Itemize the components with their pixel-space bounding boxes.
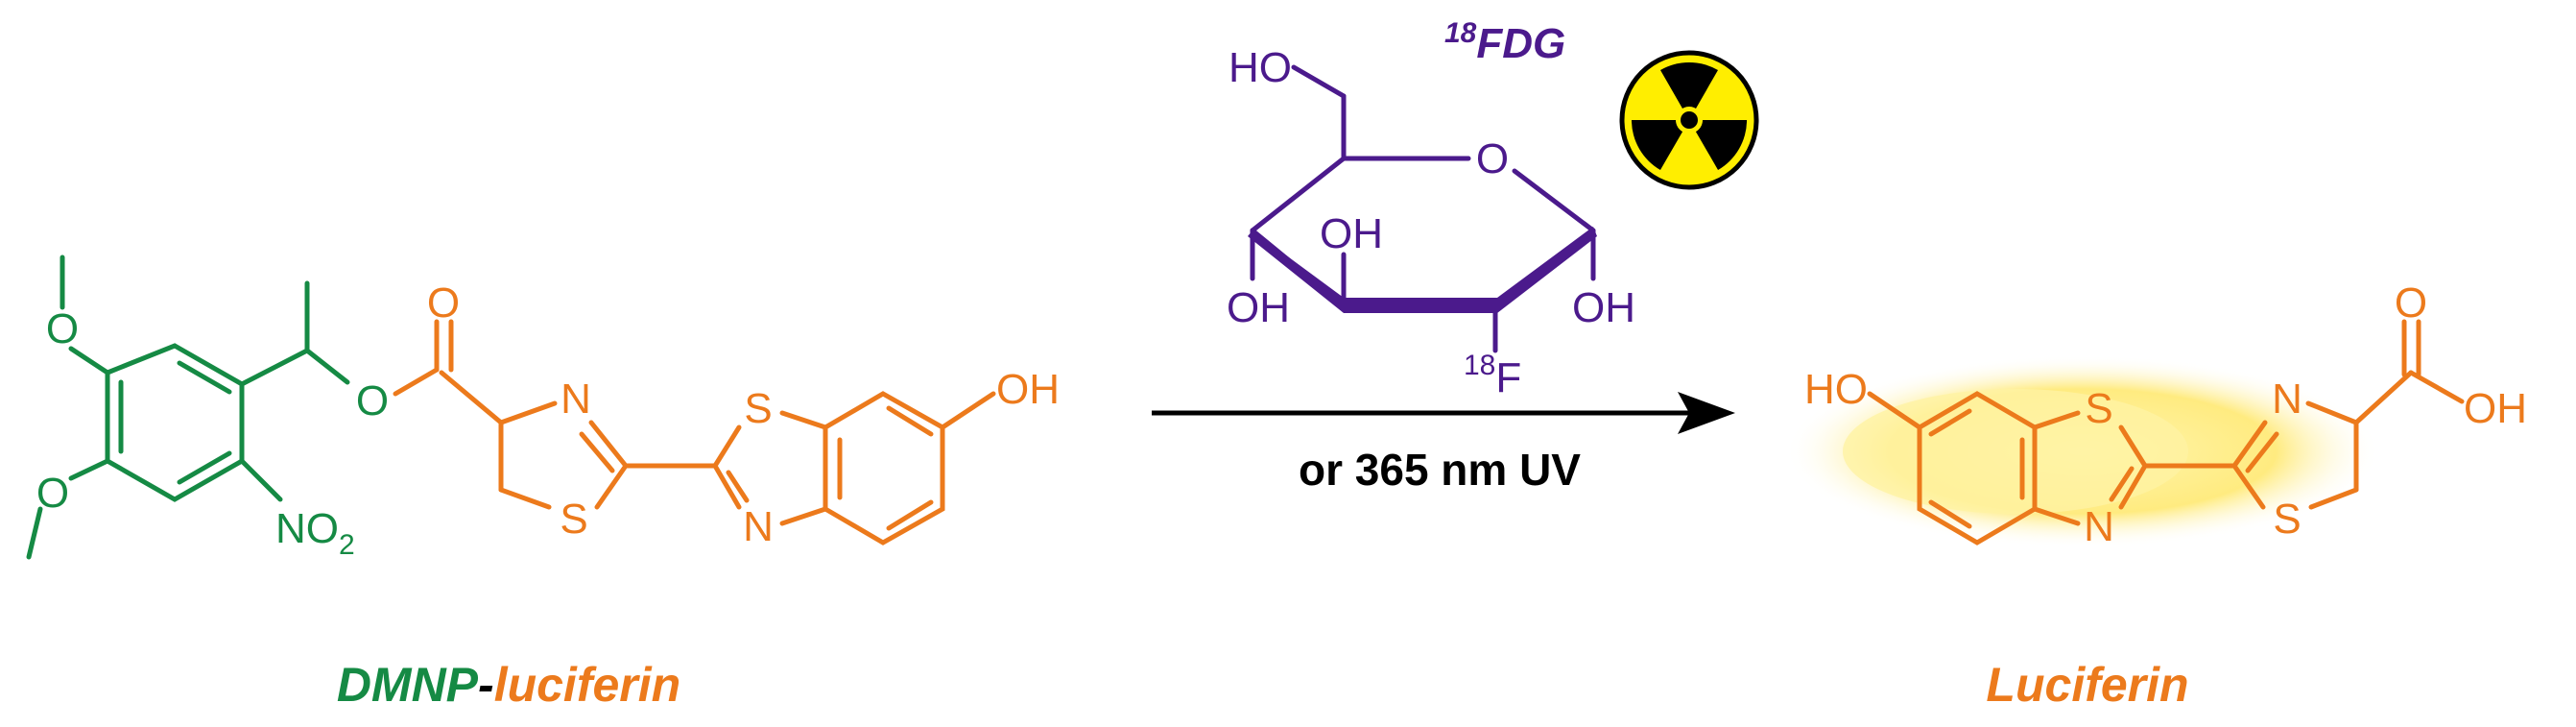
atom-o-carbonyl: O: [427, 279, 460, 327]
fdg-atom-o-ring: O: [1476, 135, 1509, 182]
atom-n-thiazoline: N: [561, 376, 591, 423]
fdg-atom-oh-ring: OH: [1320, 210, 1383, 257]
fdg-bold-bond: [1344, 298, 1497, 313]
atom-s-benzo: S: [744, 385, 772, 432]
product-caption: Luciferin: [1986, 658, 2188, 712]
atom-oh: OH: [996, 366, 1060, 413]
reactant-atom-labels: O O NO2 O O N S S N OH: [36, 279, 1060, 561]
atom-o-mid: O: [36, 470, 69, 517]
fdg-wedge-right: [1497, 227, 1597, 313]
product-atom-s-benzo: S: [2085, 385, 2112, 432]
fdg-wedge-left: [1248, 230, 1344, 313]
atom-no2: NO2: [275, 505, 355, 561]
luciferin-group-reactant: [393, 319, 996, 545]
atom-n-benzo: N: [743, 503, 774, 550]
atom-o-ester: O: [356, 377, 389, 424]
radiation-hazard-icon: [1619, 50, 1759, 190]
reaction-arrow: [1152, 392, 1735, 434]
product-atom-s-thiazoline: S: [2273, 496, 2301, 543]
reactant-caption: DMNP-luciferin: [337, 658, 680, 712]
atom-o-top: O: [46, 305, 79, 352]
dmnp-group: [26, 254, 350, 560]
fdg-atom-oh-right: OH: [1572, 284, 1635, 331]
reaction-condition: or 365 nm UV: [1299, 445, 1581, 495]
luciferin-product-structure: [1867, 319, 2465, 545]
atom-s-thiazoline: S: [560, 496, 587, 543]
product-atom-ho: HO: [1804, 366, 1868, 413]
fdg-atom-f: 18F: [1464, 350, 1521, 401]
product-atom-labels: HO S N N S O OH: [1804, 279, 2527, 550]
product-atom-n-benzo: N: [2084, 503, 2114, 550]
product-atom-n-thiazoline: N: [2272, 376, 2302, 423]
fdg-atom-labels: HO O OH OH OH 18F: [1227, 44, 1635, 401]
fdg-atom-oh-left: OH: [1227, 284, 1290, 331]
product-atom-o-carbonyl: O: [2395, 279, 2427, 327]
product-atom-oh: OH: [2464, 385, 2527, 432]
fdg-label: 18FDG: [1444, 17, 1565, 67]
fdg-atom-ho: HO: [1228, 44, 1292, 91]
